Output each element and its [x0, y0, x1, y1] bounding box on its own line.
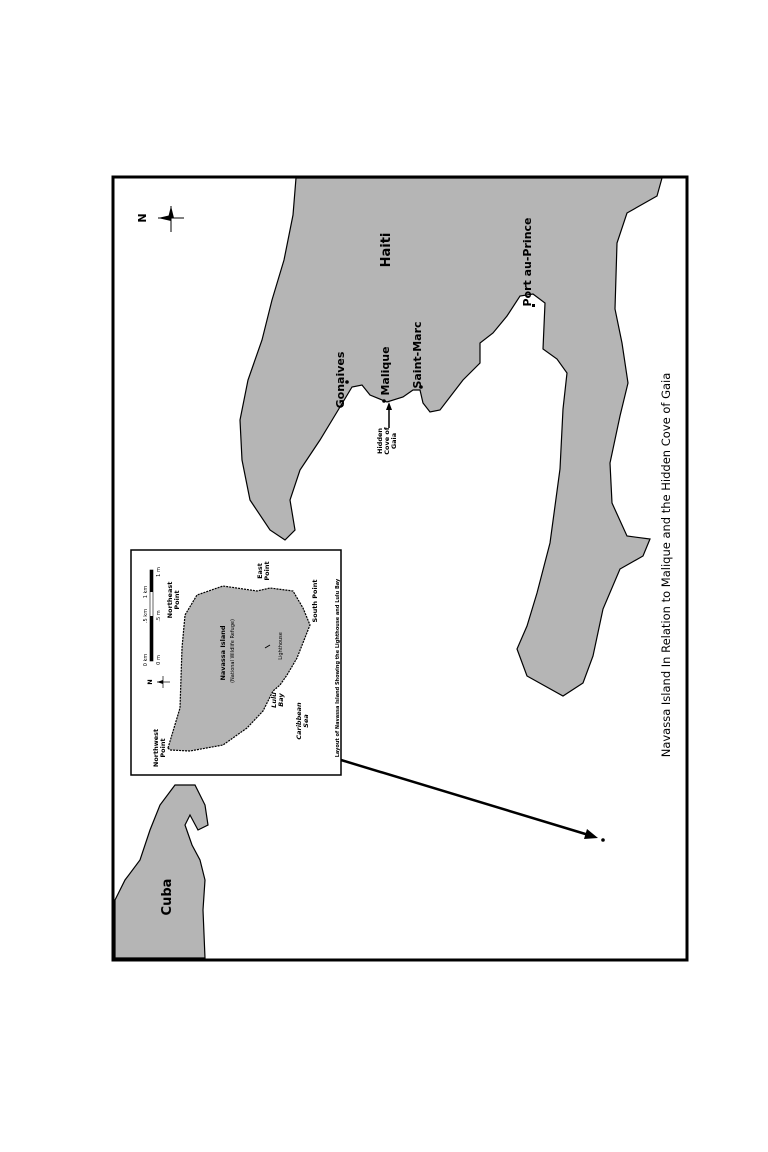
label-south-point: South Point [311, 580, 319, 623]
navassa-marker [601, 838, 605, 842]
label-malique: Malique [379, 346, 392, 395]
north-label: N [136, 213, 149, 222]
navassa-pointer-arrow [340, 758, 598, 839]
scale-half-m: .5 m [156, 610, 162, 621]
hidden-cove-arrow-icon [386, 402, 392, 428]
inset-caption: Layout of Navassa Island Showing the Lig… [335, 578, 341, 757]
label-lulu-bay-1: Lulu [270, 692, 278, 708]
label-northwest-point-2: Point [159, 738, 167, 757]
scale-1km: 1 km [143, 586, 149, 599]
navassa-inset: 0 km .5 km 1 km 0 m .5 m 1 m N Northwest… [130, 549, 342, 776]
label-northeast-point-1: Northeast [166, 582, 174, 619]
scale-bar [149, 569, 154, 662]
inset-north-label: N [146, 679, 154, 684]
port-au-prince-marker [532, 304, 535, 307]
scale-1m: 1 m [156, 567, 162, 577]
label-haiti: Haiti [379, 233, 394, 268]
hidden-cove-label: Hidden Cove of Gaia [376, 427, 398, 455]
cuba-landmass [114, 784, 209, 959]
label-northwest-point-1: Northwest [152, 729, 160, 767]
hidden-cove-line-3: Gaia [390, 433, 398, 449]
label-wildlife-refuge: (National Wildlife Refuge) [230, 619, 236, 683]
label-northeast-point-2: Point [173, 590, 181, 609]
haiti-landmass [239, 177, 663, 697]
label-saint-marc: Saint-Marc [411, 321, 424, 388]
gonaives-marker [345, 380, 349, 384]
lighthouse-icon [264, 644, 271, 649]
navassa-island [167, 585, 311, 752]
scale-0km: 0 km [143, 654, 149, 667]
label-lulu-bay-2: Bay [277, 693, 285, 707]
scale-half-km: .5 km [143, 609, 149, 623]
label-cuba: Cuba [160, 879, 175, 916]
label-port-au-prince: Port au-Prince [521, 217, 534, 306]
label-caribbean-sea-2: Sea [302, 714, 310, 727]
inset-north-compass-icon [157, 676, 170, 688]
scale-0m: 0 m [156, 655, 162, 665]
hidden-cove-line-2: Cove of [383, 427, 391, 455]
saint-marc-marker [419, 385, 423, 389]
malique-marker [382, 399, 386, 403]
hidden-cove-line-1: Hidden [376, 428, 384, 454]
label-east-point-2: Point [263, 561, 271, 580]
label-gonaives: Gonaives [334, 351, 347, 408]
label-east-point-1: East [256, 563, 264, 579]
label-navassa-island: Navassa Island [219, 625, 227, 680]
label-caribbean-sea-1: Caribbean [295, 702, 303, 740]
north-compass-icon [158, 206, 184, 232]
label-lighthouse: Lighthouse [278, 632, 284, 660]
map-caption: Navassa Island In Relation to Malique an… [659, 373, 673, 758]
